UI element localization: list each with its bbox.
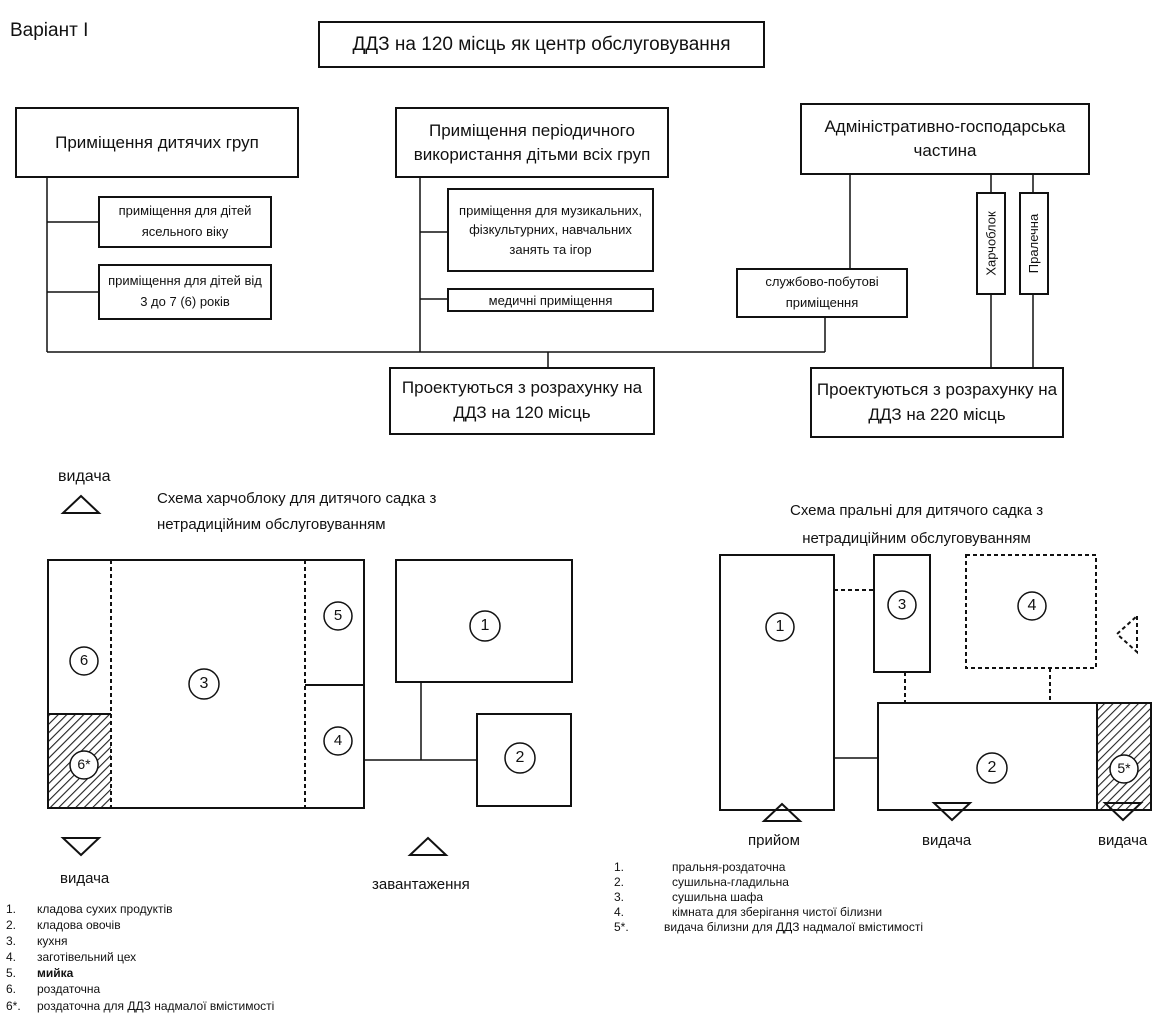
- list-item: 3. кухня: [6, 934, 346, 949]
- laundry-issue-label-2: видача: [1098, 832, 1148, 849]
- list-item: 1. пральня-роздаточна: [614, 860, 1014, 875]
- legend-text: заготівельний цех: [37, 950, 137, 964]
- laundry-room-1: 1: [775, 618, 785, 635]
- list-item: 2. кладова овочів: [6, 918, 346, 933]
- legend-number: 6.: [6, 982, 17, 996]
- legend-text: сушильна шафа: [672, 890, 764, 904]
- laundry-room-3: 3: [897, 596, 907, 613]
- music-sport-box: приміщення для музикальних, фізкультурни…: [447, 188, 654, 272]
- kitchen-room-6: 6: [79, 652, 89, 669]
- kitchen-room-6-star: 6*: [77, 756, 91, 772]
- list-item: 1. кладова сухих продуктів: [6, 902, 346, 917]
- legend-number: 5*.: [614, 920, 629, 934]
- variant-label: Варіант І: [10, 20, 89, 41]
- kitchen-room-2: 2: [515, 749, 525, 766]
- kitchen-room-3: 3: [199, 675, 209, 692]
- legend-number: 1.: [614, 860, 625, 874]
- service-box: службово-побутові приміщення: [736, 268, 908, 318]
- legend-text: сушильна-гладильна: [672, 875, 789, 889]
- laundry-receive-label: прийом: [748, 832, 800, 849]
- laundry-room-2: 2: [987, 759, 997, 776]
- list-item: 6. роздаточна: [6, 982, 346, 997]
- kitchen-issue-top-label: видача: [58, 468, 111, 485]
- periodic-use-box: Приміщення періодичного використання діт…: [395, 107, 669, 178]
- kitchen-room-1: 1: [480, 617, 490, 634]
- legend-number: 4.: [614, 905, 625, 919]
- list-item: 3. сушильна шафа: [614, 890, 1014, 905]
- kitchen-room-5: 5: [333, 607, 343, 624]
- legend-number: 5.: [6, 966, 17, 980]
- medical-box: медичні приміщення: [447, 288, 654, 312]
- kitchen-unit-label: Харчоблок: [983, 211, 999, 276]
- legend-text: кухня: [37, 934, 68, 948]
- kitchen-unit-box: Харчоблок: [976, 192, 1006, 295]
- legend-number: 6*.: [6, 999, 21, 1013]
- legend-text: видача білизни для ДДЗ надмалої вмістимо…: [664, 920, 923, 934]
- list-item: 5. мийка: [6, 966, 346, 981]
- legend-number: 4.: [6, 950, 17, 964]
- laundry-legend: 1. пральня-роздаточна 2. сушильна-гладил…: [614, 860, 1014, 945]
- design-220-box: Проектуються з розрахунку на ДДЗ на 220 …: [810, 367, 1064, 438]
- list-item: 6*. роздаточна для ДДЗ надмалої вмістимо…: [6, 999, 346, 1014]
- design-120-box: Проектуються з розрахунку на ДДЗ на 120 …: [389, 367, 655, 435]
- kitchen-scheme-title: Схема харчоблоку для дитячого садка з не…: [157, 490, 437, 533]
- legend-text: кладова сухих продуктів: [37, 902, 173, 916]
- list-item: 5*. видача білизни для ДДЗ надмалої вміс…: [614, 920, 1014, 935]
- legend-number: 2.: [614, 875, 625, 889]
- laundry-unit-box: Пралечна: [1019, 192, 1049, 295]
- legend-number: 1.: [6, 902, 17, 916]
- legend-text: мийка: [37, 966, 74, 980]
- laundry-room-4: 4: [1027, 597, 1037, 614]
- legend-number: 3.: [6, 934, 17, 948]
- legend-text: роздаточна для ДДЗ надмалої вмістимості: [37, 999, 275, 1013]
- legend-text: кімната для зберігання чистої білизни: [672, 905, 883, 919]
- legend-number: 2.: [6, 918, 17, 932]
- kitchen-room-4: 4: [333, 732, 343, 749]
- list-item: 4. кімната для зберігання чистої білизни: [614, 905, 1014, 920]
- laundry-room-5-star: 5*: [1117, 760, 1131, 776]
- list-item: 4. заготівельний цех: [6, 950, 346, 965]
- laundry-unit-label: Пралечна: [1026, 213, 1042, 274]
- legend-text: пральня-роздаточна: [672, 860, 786, 874]
- laundry-issue-label-1: видача: [922, 832, 972, 849]
- diagram-title: ДДЗ на 120 місць як центр обслуговування: [318, 21, 765, 68]
- list-item: 2. сушильна-гладильна: [614, 875, 1014, 890]
- kitchen-legend: 1. кладова сухих продуктів 2. кладова ов…: [6, 902, 346, 1022]
- nursery-box: приміщення для дітей ясельного віку: [98, 196, 272, 248]
- legend-number: 3.: [614, 890, 625, 904]
- children-groups-box: Приміщення дитячих груп: [15, 107, 299, 178]
- legend-text: кладова овочів: [37, 918, 121, 932]
- legend-text: роздаточна: [37, 982, 101, 996]
- admin-box: Адміністративно-господарська частина: [800, 103, 1090, 175]
- laundry-scheme-title: Схема пральні для дитячого садка з нетра…: [790, 502, 1044, 547]
- kitchen-loading-label: завантаження: [372, 876, 470, 893]
- age-3-7-box: приміщення для дітей від 3 до 7 (6) рокі…: [98, 264, 272, 320]
- kitchen-issue-bottom-label: видача: [60, 870, 110, 887]
